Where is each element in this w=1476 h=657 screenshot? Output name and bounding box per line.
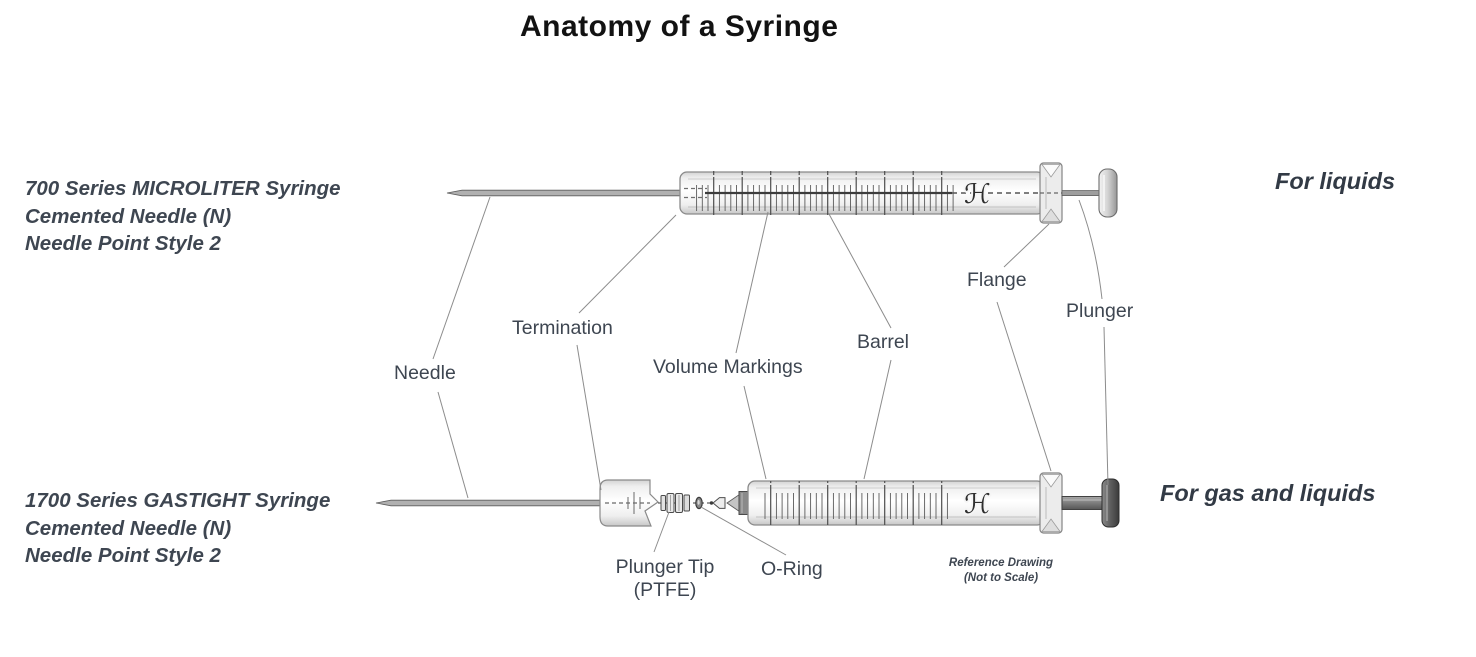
top-needle-shape — [446, 189, 682, 197]
bottom-needle-hub — [709, 491, 750, 515]
label-plunger-tip-line-1: Plunger Tip — [615, 556, 715, 578]
bottom-needle-shape — [375, 499, 602, 507]
leader-termination-top — [578, 214, 677, 314]
label-plunger-tip-line-2: (PTFE) — [633, 579, 697, 601]
top-plunger-rod — [1061, 190, 1101, 197]
reference-note-line-2: (Not to Scale) — [963, 571, 1039, 584]
label-plunger: Plunger — [1066, 300, 1134, 322]
top-use-label: For liquids — [1275, 168, 1396, 194]
bottom-syringe-description: 1700 Series GASTIGHT Syringe Cemented Ne… — [25, 487, 330, 570]
bottom-syringe: ℋ — [375, 472, 1120, 534]
leader-flange-top — [1003, 223, 1050, 268]
leader-plunger-tip — [653, 511, 670, 553]
bottom-volume-ticks — [760, 481, 952, 525]
bottom-plunger-rod — [1061, 496, 1105, 510]
plunger-tip-shape — [660, 493, 690, 513]
leader-volume-markings-bottom — [743, 385, 767, 480]
label-needle: Needle — [394, 362, 456, 384]
top-description-line-2: Cemented Needle (N) — [25, 204, 232, 228]
leader-barrel-bottom — [863, 359, 892, 480]
label-plunger-tip: Plunger Tip (PTFE) — [616, 556, 715, 602]
bottom-plunger-knob — [1101, 478, 1120, 528]
hamilton-logo: ℋ — [964, 489, 991, 520]
top-description-line-1: 700 Series MICROLITER Syringe — [25, 177, 341, 200]
bottom-description-line-3: Needle Point Style 2 — [25, 544, 221, 567]
top-plunger-button — [1098, 168, 1118, 218]
bottom-description-line-2: Cemented Needle (N) — [25, 516, 232, 540]
hamilton-logo: ℋ — [964, 179, 991, 210]
page-title: Anatomy of a Syringe — [520, 10, 839, 43]
o-ring-shape — [695, 496, 703, 510]
label-termination: Termination — [512, 317, 613, 339]
bottom-use-label: For gas and liquids — [1160, 480, 1376, 506]
leader-plunger-bottom — [1103, 326, 1109, 486]
leader-volume-markings-top — [735, 211, 769, 354]
top-description-line-3: Needle Point Style 2 — [25, 232, 221, 255]
leader-needle-bottom — [437, 391, 469, 499]
label-volume-markings: Volume Markings — [653, 356, 803, 378]
leader-flange-bottom — [996, 301, 1052, 472]
leader-o-ring — [700, 506, 787, 556]
reference-note: Reference Drawing (Not to Scale) — [949, 556, 1053, 585]
top-syringe: ℋ — [446, 162, 1118, 224]
label-barrel: Barrel — [857, 331, 910, 353]
reference-note-line-1: Reference Drawing — [948, 557, 1054, 569]
leader-plunger-top — [1078, 199, 1103, 300]
leader-lines — [432, 196, 1109, 556]
bottom-description-line-1: 1700 Series GASTIGHT Syringe — [25, 489, 331, 512]
leader-barrel-top — [828, 213, 892, 329]
top-syringe-description: 700 Series MICROLITER Syringe Cemented N… — [25, 175, 341, 258]
leader-termination-bottom — [576, 344, 602, 491]
label-flange: Flange — [967, 269, 1027, 291]
label-o-ring: O-Ring — [761, 558, 823, 580]
bottom-flange-shape — [1039, 472, 1063, 534]
leader-needle-top — [432, 196, 491, 360]
